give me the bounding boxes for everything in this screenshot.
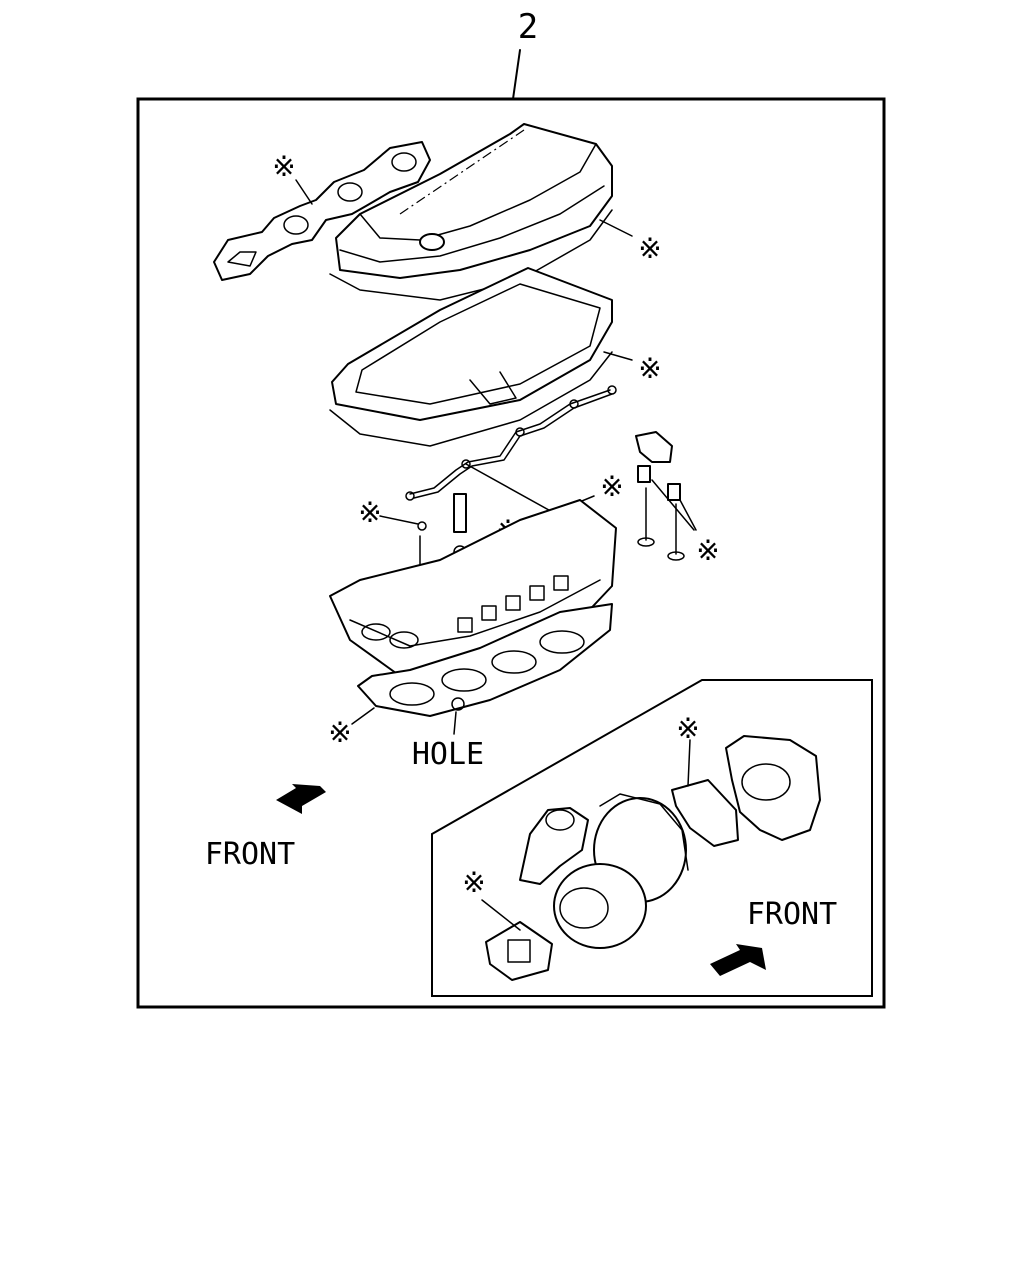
asterisk-mark-2: ※ <box>638 232 661 265</box>
inlet-elbow <box>725 735 821 841</box>
injection-pipes <box>405 385 617 515</box>
turbocharger <box>519 793 689 949</box>
front-label-main: FRONT <box>205 837 295 872</box>
hole-label: HOLE <box>412 737 484 772</box>
camshaft-carrier <box>331 267 613 421</box>
valve-seal-leader-1 <box>651 479 695 531</box>
carrier-gasket <box>329 351 613 447</box>
asterisk-mark-8: ※ <box>696 534 719 567</box>
asterisk-mark-5: ※ <box>600 470 623 503</box>
turbo-flange-gasket <box>485 921 553 981</box>
front-label-inset: FRONT <box>747 897 837 932</box>
head-gasket-leader <box>351 707 375 725</box>
carrier-gasket-leader <box>603 351 633 361</box>
elbow-gasket <box>671 779 739 847</box>
asterisk-mark-6: ※ <box>358 496 381 529</box>
asterisk-mark-10: ※ <box>462 866 485 899</box>
turbo-gasket-leader <box>481 899 521 931</box>
manifold-gasket <box>213 141 431 281</box>
callout-leader <box>512 49 521 100</box>
head-cover <box>335 123 613 279</box>
valves <box>635 431 685 561</box>
asterisk-mark-3: ※ <box>638 352 661 385</box>
head-gasket <box>357 603 613 717</box>
asterisk-mark-1: ※ <box>272 150 295 183</box>
kit-frame <box>136 97 886 1009</box>
asterisk-mark-7: ※ <box>328 716 351 749</box>
head-cover-gasket-leader <box>599 219 633 237</box>
manifold-gasket-leader <box>295 179 313 205</box>
turbo-inset-frame <box>431 679 873 997</box>
callout-number: 2 <box>518 7 538 47</box>
front-arrow-main <box>276 784 326 814</box>
asterisk-mark-9: ※ <box>676 712 699 745</box>
elbow-gasket-leader <box>687 739 691 787</box>
hole-leader <box>453 711 457 735</box>
valve-seal-leader-2 <box>679 499 697 531</box>
front-arrow-inset <box>710 944 766 976</box>
